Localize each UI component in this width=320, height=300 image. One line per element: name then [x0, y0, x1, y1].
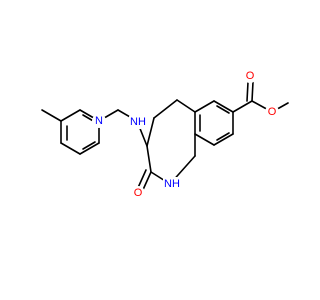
bond-c4-c5 [153, 99, 178, 119]
bond-bz-4 [213, 133, 234, 146]
lactam-nh-label: NH [163, 177, 181, 191]
ester-carbonyl-oxygen-label: O [243, 69, 257, 83]
amine-nh-label: NH [129, 115, 147, 129]
bond-ar-ester [232, 100, 253, 113]
ester-ether-oxygen-label: O [265, 105, 279, 119]
svg-text:O: O [134, 187, 143, 199]
bond-bz-2 [213, 100, 234, 113]
lactam-oxygen-label: O [131, 186, 145, 200]
bond-ester-co-b [246, 81, 249, 102]
bond-c2-o-a [141, 171, 152, 193]
bond-py-inner-2 [82, 141, 96, 150]
bond-ester-co-a [251, 81, 254, 102]
bond-methyl [41, 109, 62, 122]
bond-py-1 [60, 109, 81, 122]
bond-c3-c2 [146, 145, 152, 173]
svg-text:NH: NH [164, 178, 180, 190]
bond-py-5 [60, 142, 81, 155]
svg-text:O: O [246, 70, 255, 82]
bond-bz-inner-3 [216, 132, 230, 141]
structure-svg: N NH NH O O O [41, 69, 289, 200]
svg-text:N: N [95, 115, 103, 127]
molecule-diagram: N NH NH O O O [41, 69, 289, 200]
bond-bz-1 [194, 100, 215, 113]
svg-text:O: O [268, 106, 277, 118]
bond-bz-5 [194, 133, 215, 146]
bond-c5-c5a [176, 99, 196, 113]
svg-text:NH: NH [130, 116, 146, 128]
bond-c3-c4 [146, 117, 155, 147]
pyridine-n-label: N [92, 114, 106, 128]
bond-py-4 [79, 142, 100, 155]
bond-bz-inner-2 [216, 105, 230, 114]
